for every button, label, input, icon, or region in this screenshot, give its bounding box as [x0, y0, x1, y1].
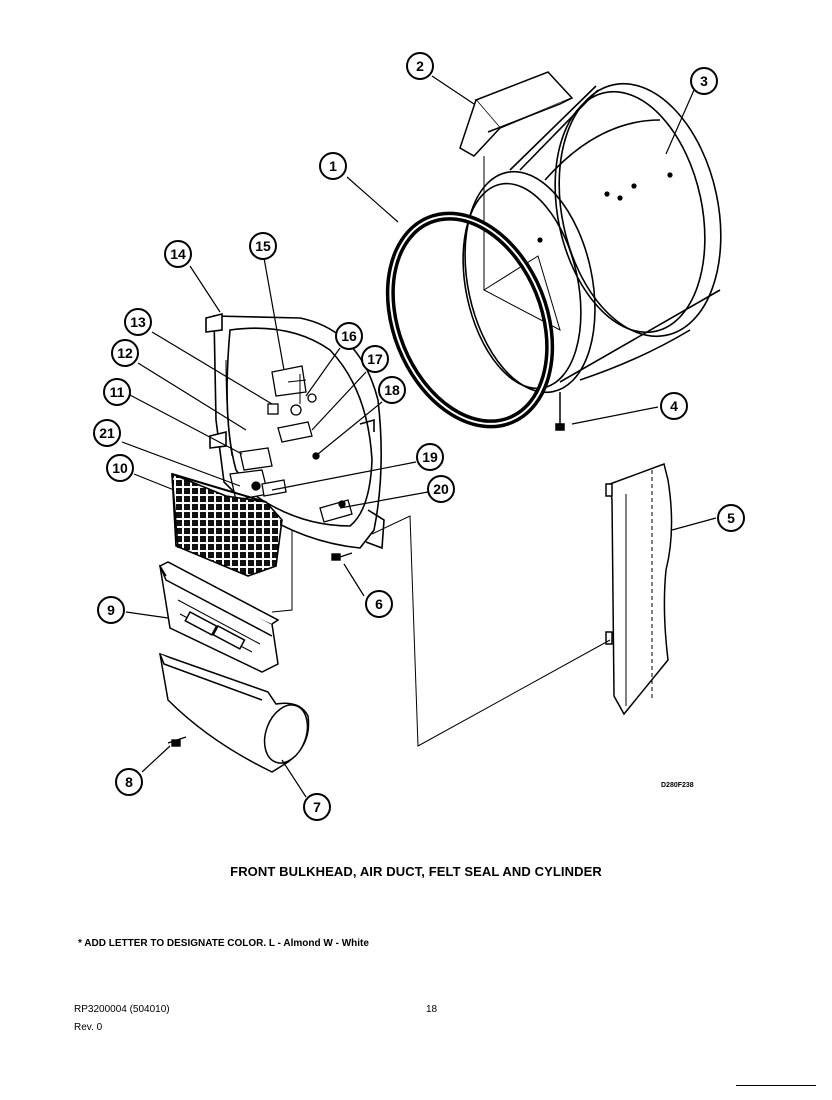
- callout-4: 4: [660, 392, 688, 420]
- callout-2-label: 2: [416, 58, 424, 74]
- assembly-guide-lines: [271, 515, 611, 747]
- callout-14-label: 14: [170, 246, 186, 262]
- callout-12-label: 12: [117, 345, 133, 361]
- drawing-code: D280F238: [661, 782, 694, 789]
- callout-13: 13: [124, 308, 152, 336]
- callout-17: 17: [361, 345, 389, 373]
- callout-8: 8: [115, 768, 143, 796]
- exploded-parts-diagram: 1 2 3 4 5 6 7 8 9 10 11 12 13 14 15 16 1…: [93, 52, 745, 821]
- color-note: * ADD LETTER TO DESIGNATE COLOR. L - Alm…: [78, 938, 369, 949]
- callout-10: 10: [106, 454, 134, 482]
- callout-21: 21: [93, 419, 121, 447]
- side-panel: [605, 463, 673, 716]
- callout-13-label: 13: [130, 314, 146, 330]
- callout-18: 18: [378, 376, 406, 404]
- bulkhead-lower-hardware: [229, 447, 353, 523]
- page-number: 18: [426, 1004, 438, 1015]
- callout-7-label: 7: [313, 799, 321, 815]
- lower-air-duct: [159, 652, 310, 773]
- bulkhead-hardware: [267, 365, 320, 460]
- callout-11-label: 11: [110, 384, 125, 400]
- callout-8-label: 8: [125, 774, 133, 790]
- callout-7: 7: [303, 793, 331, 821]
- air-duct-housing: [158, 561, 280, 673]
- callout-10-label: 10: [112, 460, 128, 476]
- callout-14: 14: [164, 240, 192, 268]
- callout-6: 6: [365, 590, 393, 618]
- callout-1: 1: [319, 152, 347, 180]
- footer-rule: [736, 1085, 816, 1086]
- callout-3: 3: [690, 67, 718, 95]
- callout-12: 12: [111, 339, 139, 367]
- callout-markers: 1 2 3 4 5 6 7 8 9 10 11 12 13 14 15 16 1…: [93, 52, 745, 821]
- page-title: FRONT BULKHEAD, AIR DUCT, FELT SEAL AND …: [230, 864, 602, 879]
- callout-5-label: 5: [727, 510, 735, 526]
- callout-19: 19: [416, 443, 444, 471]
- callout-9: 9: [97, 596, 125, 624]
- revision-label: Rev. 0: [74, 1022, 103, 1033]
- callout-5: 5: [717, 504, 745, 532]
- screw-part-4: [555, 392, 565, 431]
- callout-9-label: 9: [107, 602, 115, 618]
- callout-18-label: 18: [384, 382, 400, 398]
- leader-lines: [121, 75, 717, 798]
- lint-screen: [171, 472, 283, 577]
- callout-1-label: 1: [329, 158, 337, 174]
- cylinder-drum: [462, 82, 722, 394]
- callout-20: 20: [427, 475, 455, 503]
- callout-3-label: 3: [700, 73, 708, 89]
- callout-11: 11: [103, 378, 131, 406]
- document-number: RP3200004 (504010): [74, 1004, 170, 1015]
- callout-21-label: 21: [99, 425, 115, 441]
- callout-15-label: 15: [255, 238, 271, 254]
- callout-2: 2: [406, 52, 434, 80]
- callout-19-label: 19: [422, 449, 438, 465]
- callout-16: 16: [335, 322, 363, 350]
- callout-17-label: 17: [367, 351, 383, 367]
- callout-6-label: 6: [375, 596, 383, 612]
- callout-15: 15: [249, 232, 277, 260]
- screw-part-6: [331, 552, 353, 561]
- callout-16-label: 16: [341, 328, 357, 344]
- callout-4-label: 4: [670, 398, 678, 414]
- drum-top-bracket: [459, 71, 574, 290]
- screw-part-8: [167, 736, 187, 747]
- callout-20-label: 20: [433, 481, 449, 497]
